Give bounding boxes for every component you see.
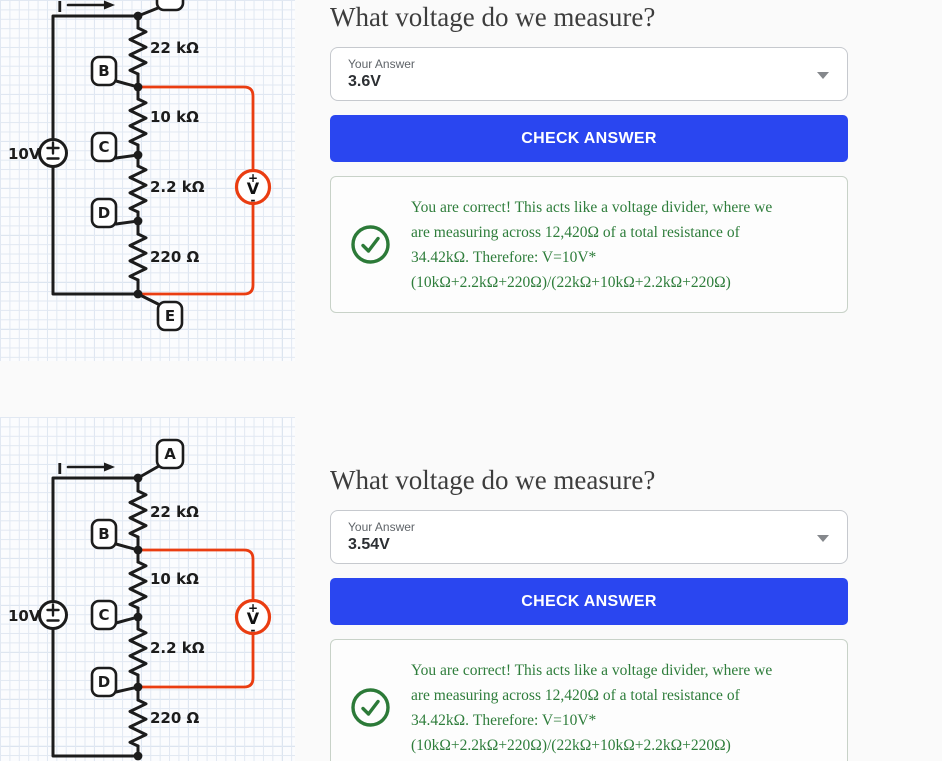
node-label-a: A bbox=[155, 0, 185, 12]
resistor-1 bbox=[128, 489, 148, 539]
circuit-diagram-2: I 10V + V - A B C bbox=[0, 417, 295, 761]
question-block-2: What voltage do we measure? Your Answer … bbox=[330, 463, 848, 761]
feedback-box: You are correct! This acts like a voltag… bbox=[330, 176, 848, 313]
answer-select[interactable]: Your Answer 3.54V bbox=[330, 510, 848, 564]
resistor-1 bbox=[128, 26, 148, 76]
answer-select-label: Your Answer bbox=[348, 57, 415, 71]
node-label-d: D bbox=[90, 197, 118, 229]
voltmeter-icon: + V - bbox=[234, 168, 272, 207]
circuit-diagram-1: I 10V + V - A B bbox=[0, 0, 295, 361]
question-block-1: What voltage do we measure? Your Answer … bbox=[330, 0, 848, 320]
resistor-4 bbox=[128, 698, 148, 748]
svg-text:B: B bbox=[98, 525, 109, 543]
resistor-4 bbox=[128, 232, 148, 282]
circuit-svg-2: I 10V + V - A B C bbox=[8, 438, 272, 761]
node-dots bbox=[133, 11, 143, 299]
source-voltage-label: 10V bbox=[8, 607, 41, 625]
answer-select-value: 3.6V bbox=[348, 73, 381, 90]
node-label-b: B bbox=[90, 518, 118, 550]
resistor-2 bbox=[128, 560, 148, 610]
voltmeter-icon: + V - bbox=[234, 598, 272, 637]
check-circle-icon bbox=[351, 688, 390, 727]
answer-select-label: Your Answer bbox=[348, 520, 415, 534]
voltage-source-icon bbox=[38, 138, 68, 168]
resistor-2-label: 10 kΩ bbox=[150, 570, 199, 588]
node-label-a: A bbox=[155, 438, 185, 470]
node-label-c: C bbox=[90, 131, 118, 163]
check-answer-button[interactable]: CHECK ANSWER bbox=[330, 578, 848, 625]
current-label: I bbox=[57, 460, 63, 478]
svg-text:A: A bbox=[164, 445, 176, 463]
svg-text:A: A bbox=[164, 0, 176, 3]
voltage-source-icon bbox=[38, 600, 68, 630]
answer-select[interactable]: Your Answer 3.6V bbox=[330, 47, 848, 101]
resistor-2 bbox=[128, 97, 148, 147]
svg-text:V: V bbox=[247, 609, 260, 628]
resistor-2-label: 10 kΩ bbox=[150, 108, 199, 126]
svg-text:E: E bbox=[165, 307, 175, 325]
svg-text:B: B bbox=[98, 62, 109, 80]
circuit-svg-1: I 10V + V - A B bbox=[8, 0, 272, 332]
feedback-message: You are correct! This acts like a voltag… bbox=[411, 198, 773, 291]
svg-text:+: + bbox=[248, 171, 258, 185]
svg-text:V: V bbox=[247, 179, 260, 198]
svg-text:-: - bbox=[251, 623, 256, 637]
current-arrow-icon bbox=[66, 0, 115, 10]
svg-text:C: C bbox=[98, 138, 109, 156]
current-label: I bbox=[57, 0, 63, 16]
answer-select-value: 3.54V bbox=[348, 536, 390, 553]
node-label-b: B bbox=[90, 55, 118, 87]
chevron-down-icon bbox=[817, 535, 829, 542]
svg-text:D: D bbox=[98, 673, 110, 691]
node-label-e: E bbox=[156, 300, 184, 332]
resistor-3 bbox=[128, 627, 148, 677]
node-dots bbox=[133, 473, 143, 761]
current-arrow-icon bbox=[66, 462, 115, 472]
svg-text:C: C bbox=[98, 606, 109, 624]
question-title: What voltage do we measure? bbox=[330, 2, 656, 32]
resistor-3-label: 2.2 kΩ bbox=[150, 178, 205, 196]
source-voltage-label: 10V bbox=[8, 145, 41, 163]
feedback-box: You are correct! This acts like a voltag… bbox=[330, 639, 848, 761]
resistor-3 bbox=[128, 164, 148, 214]
resistor-1-label: 22 kΩ bbox=[150, 503, 199, 521]
question-title: What voltage do we measure? bbox=[330, 465, 656, 495]
svg-text:+: + bbox=[248, 601, 258, 615]
check-circle-icon bbox=[351, 225, 390, 264]
resistor-4-label: 220 Ω bbox=[150, 248, 200, 266]
feedback-message: You are correct! This acts like a voltag… bbox=[411, 661, 773, 754]
svg-text:-: - bbox=[251, 193, 256, 207]
svg-text:D: D bbox=[98, 204, 110, 222]
chevron-down-icon bbox=[817, 72, 829, 79]
resistor-1-label: 22 kΩ bbox=[150, 39, 199, 57]
node-label-c: C bbox=[90, 599, 118, 631]
resistor-4-label: 220 Ω bbox=[150, 709, 200, 727]
check-answer-button[interactable]: CHECK ANSWER bbox=[330, 115, 848, 162]
node-label-d: D bbox=[90, 666, 118, 698]
resistor-3-label: 2.2 kΩ bbox=[150, 639, 205, 657]
